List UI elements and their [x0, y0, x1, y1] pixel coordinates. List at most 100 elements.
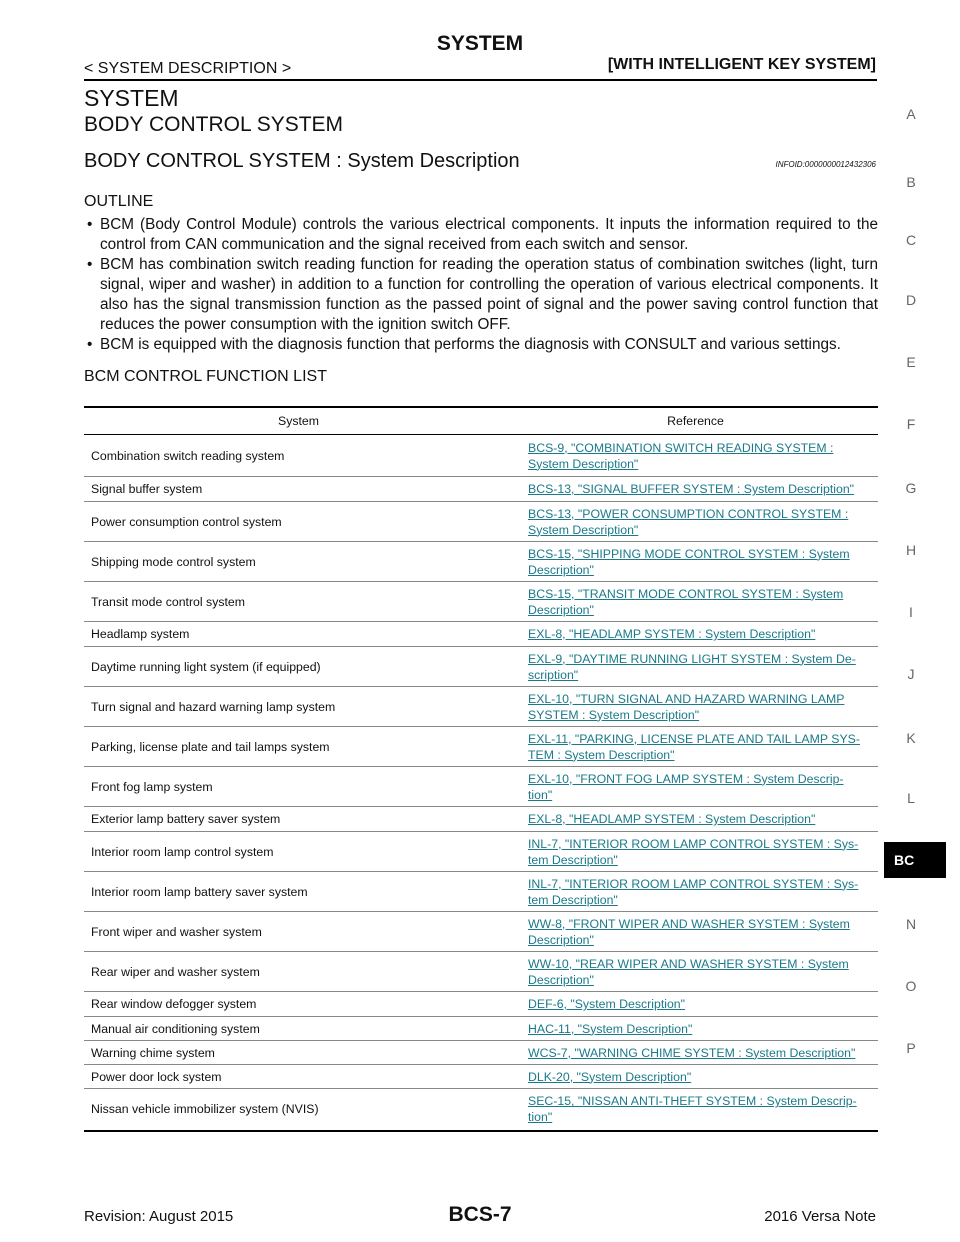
reference-link[interactable]: EXL-9, "DAYTIME RUNNING LIGHT SYSTEM : S… [513, 646, 878, 687]
system-cell: Warning chime system [84, 1040, 513, 1065]
model-label: 2016 Versa Note [764, 1208, 876, 1225]
reference-link[interactable]: EXL-10, "TURN SIGNAL AND HAZARD WARNING … [513, 686, 878, 727]
system-cell: Exterior lamp battery saver system [84, 806, 513, 832]
tab-o[interactable]: O [905, 978, 917, 994]
reference-link[interactable]: INL-7, "INTERIOR ROOM LAMP CONTROL SYSTE… [513, 871, 878, 912]
reference-link[interactable]: EXL-11, "PARKING, LICENSE PLATE AND TAIL… [513, 726, 878, 767]
reference-link[interactable]: BCS-9, "COMBINATION SWITCH READING SYSTE… [513, 434, 878, 477]
reference-link[interactable]: WW-8, "FRONT WIPER AND WASHER SYSTEM : S… [513, 911, 878, 952]
page-header-title: SYSTEM [436, 32, 524, 55]
tab-f[interactable]: F [906, 416, 916, 432]
tab-h[interactable]: H [905, 542, 917, 558]
tab-j[interactable]: J [907, 666, 915, 682]
reference-link[interactable]: INL-7, "INTERIOR ROOM LAMP CONTROL SYSTE… [513, 831, 878, 872]
variant-label: [WITH INTELLIGENT KEY SYSTEM] [607, 56, 876, 73]
tab-n[interactable]: N [905, 916, 917, 932]
system-cell: Combination switch reading system [84, 434, 513, 477]
tab-k[interactable]: K [906, 730, 916, 746]
system-cell: Daytime running light system (if equippe… [84, 646, 513, 687]
bullet-dot-icon: • [87, 216, 93, 233]
header-rule [84, 79, 877, 81]
reference-link[interactable]: HAC-11, "System Description" [513, 1016, 878, 1041]
tab-e[interactable]: E [906, 354, 916, 370]
tab-c[interactable]: C [905, 232, 917, 248]
reference-link[interactable]: SEC-15, "NISSAN ANTI-THEFT SYSTEM : Syst… [513, 1088, 878, 1132]
bullet-item: • BCM has combination switch reading func… [84, 255, 878, 335]
reference-link[interactable]: WW-10, "REAR WIPER AND WASHER SYSTEM : S… [513, 951, 878, 992]
table-row: Nissan vehicle immobilizer system (NVIS)… [84, 1088, 878, 1132]
system-cell: Rear wiper and washer system [84, 951, 513, 992]
system-cell: Power door lock system [84, 1064, 513, 1089]
reference-link[interactable]: DLK-20, "System Description" [513, 1064, 878, 1089]
table-row: Daytime running light system (if equippe… [84, 646, 878, 687]
system-cell: Transit mode control system [84, 581, 513, 622]
bullet-text: BCM is equipped with the diagnosis funct… [100, 336, 841, 353]
bullet-text: BCM (Body Control Module) controls the v… [100, 216, 878, 253]
system-cell: Front wiper and washer system [84, 911, 513, 952]
tab-g[interactable]: G [905, 480, 917, 496]
bullet-item: •BCM is equipped with the diagnosis func… [84, 335, 878, 355]
system-cell: Nissan vehicle immobilizer system (NVIS) [84, 1088, 513, 1132]
tab-bc-active[interactable]: BC [884, 842, 946, 878]
tab-d[interactable]: D [905, 292, 917, 308]
system-cell: Turn signal and hazard warning lamp syst… [84, 686, 513, 727]
reference-link[interactable]: BCS-15, "SHIPPING MODE CONTROL SYSTEM : … [513, 541, 878, 582]
tab-a[interactable]: A [906, 106, 916, 122]
system-cell: Power consumption control system [84, 501, 513, 542]
outline-heading: OUTLINE [84, 193, 154, 210]
table-row: Parking, license plate and tail lamps sy… [84, 726, 878, 767]
column-header-system: System [84, 406, 513, 435]
function-list-table: System Reference Combination switch read… [84, 406, 878, 1132]
system-cell: Headlamp system [84, 621, 513, 647]
heading-body-control-system: BODY CONTROL SYSTEM [84, 113, 344, 136]
revision-label: Revision: August 2015 [84, 1208, 234, 1225]
tab-b[interactable]: B [906, 174, 916, 190]
tab-l[interactable]: L [907, 790, 915, 806]
system-cell: Interior room lamp battery saver system [84, 871, 513, 912]
outline-bullets: • BCM (Body Control Module) controls the … [84, 215, 878, 355]
table-row: Turn signal and hazard warning lamp syst… [84, 686, 878, 727]
heading-system: SYSTEM [84, 85, 179, 111]
reference-link[interactable]: WCS-7, "WARNING CHIME SYSTEM : System De… [513, 1040, 878, 1065]
bullet-dot-icon: • [87, 256, 93, 273]
heading-system-description: BODY CONTROL SYSTEM : System Description [84, 150, 520, 172]
reference-link[interactable]: EXL-10, "FRONT FOG LAMP SYSTEM : System … [513, 766, 878, 807]
bullet-text: BCM has combination switch reading funct… [100, 256, 878, 333]
system-cell: Parking, license plate and tail lamps sy… [84, 726, 513, 767]
system-cell: Interior room lamp control system [84, 831, 513, 872]
system-cell: Signal buffer system [84, 476, 513, 502]
section-label: < SYSTEM DESCRIPTION > [84, 60, 292, 77]
system-cell: Rear window defogger system [84, 991, 513, 1017]
info-id: INFOID:0000000012432306 [775, 160, 876, 169]
reference-link[interactable]: BCS-15, "TRANSIT MODE CONTROL SYSTEM : S… [513, 581, 878, 622]
tab-i[interactable]: I [909, 604, 913, 620]
reference-link[interactable]: EXL-8, "HEADLAMP SYSTEM : System Descrip… [513, 806, 878, 832]
system-cell: Front fog lamp system [84, 766, 513, 807]
tab-p[interactable]: P [906, 1040, 916, 1056]
table-header-row: System Reference [84, 406, 878, 435]
reference-link[interactable]: DEF-6, "System Description" [513, 991, 878, 1017]
system-cell: Manual air conditioning system [84, 1016, 513, 1041]
page-number: BCS-7 [448, 1203, 512, 1226]
column-header-reference: Reference [513, 406, 878, 435]
reference-link[interactable]: EXL-8, "HEADLAMP SYSTEM : System Descrip… [513, 621, 878, 647]
reference-link[interactable]: BCS-13, "SIGNAL BUFFER SYSTEM : System D… [513, 476, 878, 502]
reference-link[interactable]: BCS-13, "POWER CONSUMPTION CONTROL SYSTE… [513, 501, 878, 542]
system-cell: Shipping mode control system [84, 541, 513, 582]
